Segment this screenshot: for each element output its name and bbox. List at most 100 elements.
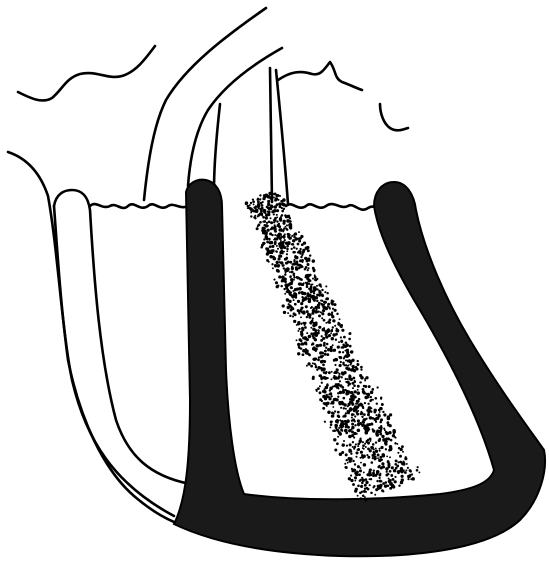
stipple-dot <box>365 478 368 481</box>
stipple-dot <box>313 332 316 335</box>
stipple-dot <box>407 478 409 480</box>
stipple-dot <box>366 454 368 456</box>
stipple-dot <box>303 282 305 284</box>
stipple-dot <box>392 430 396 434</box>
stipple-dot <box>350 392 352 394</box>
stipple-dot <box>324 330 327 333</box>
stipple-dot <box>296 339 298 341</box>
stipple-dot <box>291 263 293 265</box>
stipple-dot <box>340 429 343 432</box>
stipple-dot <box>386 456 388 458</box>
stipple-dot <box>271 263 273 265</box>
stipple-dot <box>315 350 317 352</box>
stipple-dot <box>370 461 373 464</box>
stipple-dot <box>309 254 311 256</box>
stipple-dot <box>294 294 297 297</box>
stipple-dot <box>341 423 343 425</box>
stipple-dot <box>370 410 372 412</box>
stipple-dot <box>381 466 383 468</box>
stipple-dot <box>263 220 266 223</box>
stipple-dot <box>370 478 372 480</box>
stipple-dot <box>367 442 370 445</box>
stipple-dot <box>292 290 294 292</box>
stipple-dot <box>342 351 344 353</box>
stipple-dot <box>324 306 327 309</box>
stipple-dot <box>324 353 327 356</box>
stipple-dot <box>340 336 342 338</box>
stipple-dot <box>324 421 326 423</box>
stipple-dot <box>360 366 363 369</box>
stipple-dot <box>322 407 325 410</box>
stipple-dot <box>272 256 275 259</box>
stipple-dot <box>320 299 322 301</box>
stipple-dot <box>382 411 384 413</box>
stipple-dot <box>390 439 393 442</box>
stipple-dot <box>289 271 291 273</box>
stipple-dot <box>367 393 371 397</box>
stipple-dot <box>281 214 284 217</box>
stipple-dot <box>367 427 370 430</box>
stipple-dot <box>324 377 327 380</box>
stipple-dot <box>325 335 328 338</box>
stipple-dot <box>297 243 300 246</box>
stipple-dot <box>334 309 337 312</box>
stipple-dot <box>361 416 363 418</box>
stipple-dot <box>260 202 263 205</box>
stipple-dot <box>400 448 403 451</box>
stipple-dot <box>334 448 337 451</box>
stipple-dot <box>326 343 329 346</box>
stipple-dot <box>267 225 269 227</box>
stipple-dot <box>367 413 370 416</box>
stipple-dot <box>363 413 366 416</box>
stipple-dot <box>288 300 291 303</box>
vessel-right-wall-b <box>276 70 288 204</box>
stipple-dot <box>328 306 330 308</box>
stipple-dot <box>335 330 337 332</box>
stipple-dot <box>373 453 376 456</box>
stipple-dot <box>323 360 326 363</box>
stipple-dot <box>257 201 260 204</box>
stipple-dot <box>397 470 400 473</box>
stipple-dot <box>328 397 331 400</box>
stipple-dot <box>266 222 268 224</box>
stipple-dot <box>363 448 365 450</box>
stipple-dot <box>332 319 335 322</box>
stipple-dot <box>331 371 333 373</box>
stipple-dot <box>302 298 305 301</box>
stipple-dot <box>268 261 270 263</box>
stipple-dot <box>292 243 295 246</box>
stipple-dot <box>334 424 337 427</box>
stipple-dot <box>306 365 308 367</box>
stipple-dot <box>279 219 282 222</box>
stipple-dot <box>360 457 362 459</box>
stipple-dot <box>357 429 361 433</box>
stipple-dot <box>306 316 308 318</box>
stipple-dot <box>359 381 361 383</box>
stipple-dot <box>338 351 341 354</box>
stipple-dot <box>352 460 355 463</box>
stipple-dot <box>377 429 380 432</box>
stipple-dot <box>360 412 363 415</box>
stipple-dot <box>306 285 309 288</box>
stipple-dot <box>277 284 280 287</box>
stipple-dot <box>316 285 318 287</box>
stipple-dot <box>397 461 399 463</box>
stipple-dot <box>277 224 280 227</box>
stipple-dot <box>289 217 291 219</box>
stipple-dot <box>349 369 351 371</box>
stipple-dot <box>312 362 314 364</box>
stipple-dot <box>400 481 403 484</box>
stipple-dot <box>357 391 361 395</box>
stipple-dot <box>361 479 365 483</box>
top-wavy-line-right <box>278 62 362 90</box>
stipple-dot <box>347 378 349 380</box>
stipple-dot <box>347 462 349 464</box>
stipple-dot <box>394 476 396 478</box>
stipple-dot <box>307 274 309 276</box>
stipple-dot <box>305 305 308 308</box>
stipple-dot <box>326 402 329 405</box>
stipple-dot <box>286 250 288 252</box>
stipple-dot <box>318 291 321 294</box>
stipple-dot <box>379 411 381 413</box>
stipple-dot <box>300 339 303 342</box>
